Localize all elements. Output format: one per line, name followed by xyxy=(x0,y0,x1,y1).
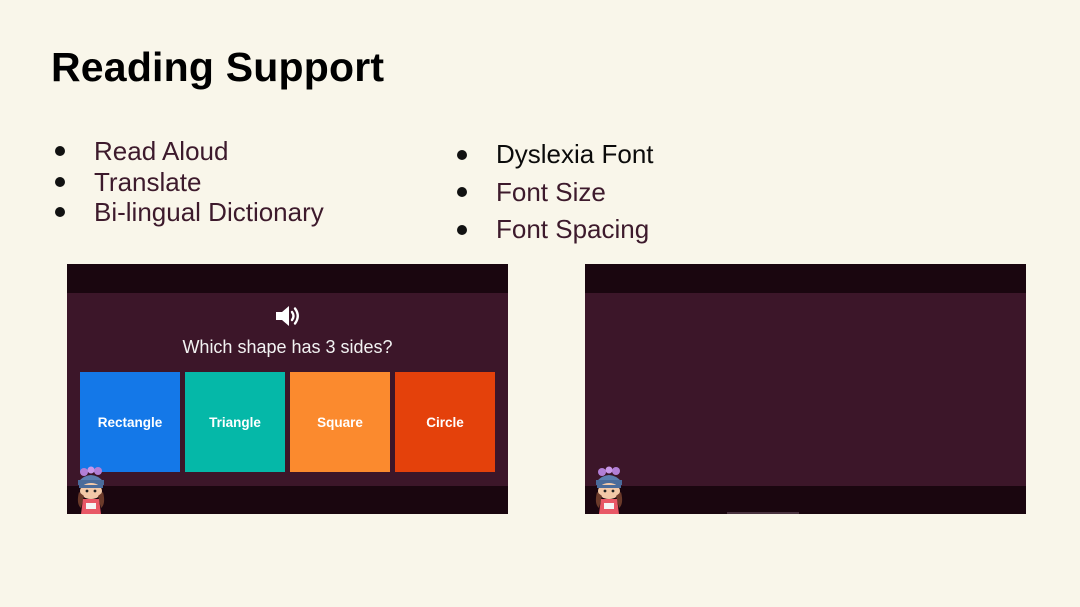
list-item: Font Size xyxy=(453,174,654,212)
bullet-dot xyxy=(55,207,65,218)
bottom-bar xyxy=(585,486,1026,514)
mascot-avatar-icon xyxy=(595,466,623,514)
answer-circle-button[interactable]: Circle xyxy=(395,372,495,472)
list-item: Dyslexia Font xyxy=(453,136,654,174)
answer-label: Square xyxy=(317,414,363,430)
list-item: Translate xyxy=(51,167,324,198)
answer-options: Rectangle Triangle Square Circle xyxy=(80,372,495,472)
answer-label: Rectangle xyxy=(97,414,163,430)
bullet-dot xyxy=(457,187,467,198)
slide-title: Reading Support xyxy=(51,44,385,90)
answer-triangle-button[interactable]: Triangle xyxy=(185,372,285,472)
feature-font-spacing: Font Spacing xyxy=(496,214,650,244)
speaker-icon[interactable] xyxy=(274,304,302,328)
quiz-question: Which shape has 3 sides? xyxy=(182,337,393,357)
feature-bilingual-dictionary: Bi-lingual Dictionary xyxy=(94,197,324,227)
list-item: Read Aloud xyxy=(51,136,324,167)
bullet-dot xyxy=(55,176,65,187)
answer-label: Triangle xyxy=(209,414,261,430)
top-bar xyxy=(67,264,508,293)
bullet-dot xyxy=(457,149,467,160)
list-item: Bi-lingual Dictionary xyxy=(51,197,324,228)
feature-dyslexia-font: Dyslexia Font xyxy=(496,139,654,169)
quiz-screenshot: Which shape has 3 sides? Rectangle Trian… xyxy=(67,264,508,514)
answer-square-button[interactable]: Square xyxy=(290,372,390,472)
mascot-avatar-icon xyxy=(77,466,105,514)
feature-read-aloud: Read Aloud xyxy=(94,136,229,166)
feature-font-size: Font Size xyxy=(496,176,606,207)
bottom-bar xyxy=(67,486,508,514)
answer-label: Circle xyxy=(426,414,464,430)
list-item: Font Spacing xyxy=(453,211,654,249)
font-features-list: Dyslexia Font Font Size Font Spacing xyxy=(453,136,654,249)
scrub-bar[interactable] xyxy=(727,512,799,514)
bullet-dot xyxy=(55,146,65,157)
font-settings-screenshot xyxy=(585,264,1026,514)
reading-features-list: Read Aloud Translate Bi-lingual Dictiona… xyxy=(51,136,324,228)
bullet-dot xyxy=(457,224,467,235)
top-bar xyxy=(585,264,1026,293)
answer-rectangle-button[interactable]: Rectangle xyxy=(80,372,180,472)
feature-translate: Translate xyxy=(94,166,202,197)
